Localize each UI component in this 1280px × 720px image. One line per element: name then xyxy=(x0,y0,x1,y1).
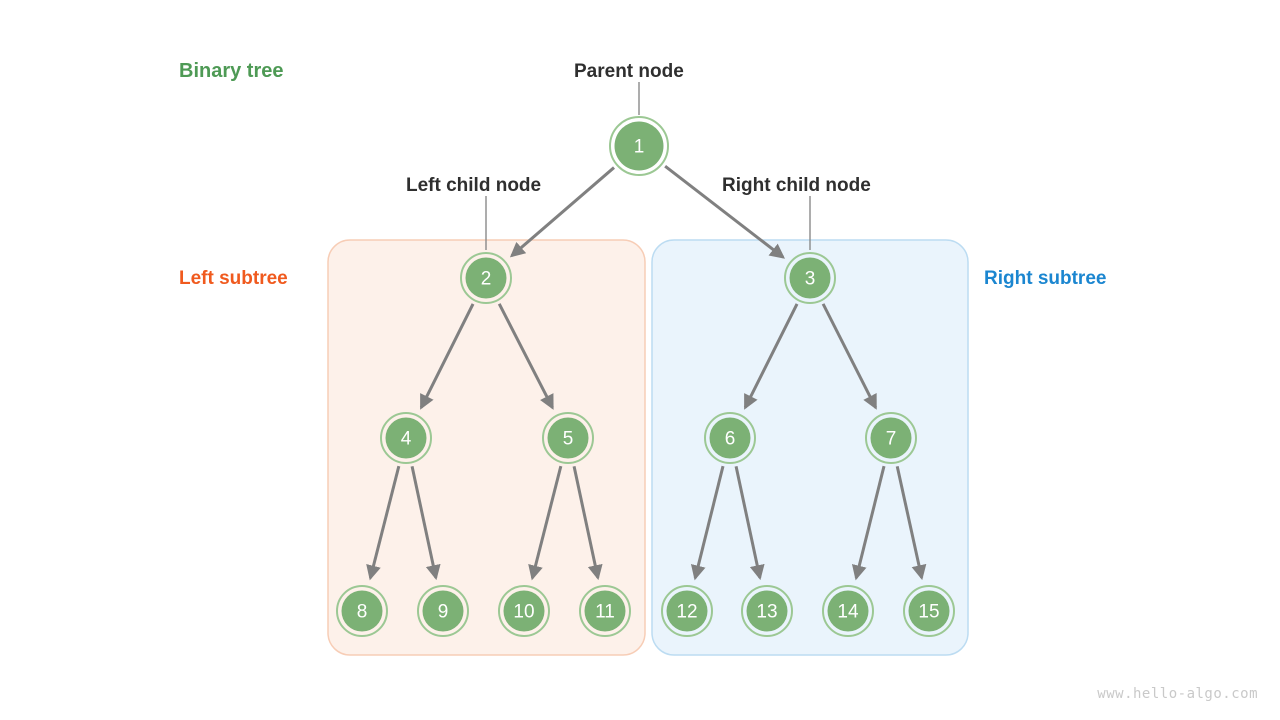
tree-node: 3 xyxy=(784,252,836,304)
tree-node: 12 xyxy=(661,585,713,637)
node-circle xyxy=(789,257,831,299)
node-ring xyxy=(498,585,550,637)
node-circle xyxy=(547,417,589,459)
node-circle xyxy=(422,590,464,632)
node-circle xyxy=(666,590,708,632)
node-circle xyxy=(827,590,869,632)
node-value: 6 xyxy=(725,429,736,450)
node-circle xyxy=(465,257,507,299)
node-ring xyxy=(822,585,874,637)
subtree-boxes xyxy=(327,239,969,656)
node-ring xyxy=(704,412,756,464)
parent-node-label: Parent node xyxy=(574,61,684,82)
node-circle xyxy=(385,417,427,459)
tree-node: 6 xyxy=(704,412,756,464)
node-ring xyxy=(336,585,388,637)
tree-node: 14 xyxy=(822,585,874,637)
node-value: 9 xyxy=(438,602,449,623)
tree-edge xyxy=(743,303,799,410)
node-value: 5 xyxy=(563,429,574,450)
node-value: 3 xyxy=(805,269,816,290)
tree-edge xyxy=(664,164,785,259)
tree-edge xyxy=(528,465,563,581)
node-circle xyxy=(709,417,751,459)
node-value: 10 xyxy=(513,602,534,623)
node-ring xyxy=(661,585,713,637)
label-leader-lines xyxy=(485,82,811,250)
node-circle xyxy=(503,590,545,632)
node-circle xyxy=(746,590,788,632)
node-ring xyxy=(460,252,512,304)
node-value: 7 xyxy=(886,429,897,450)
node-ring xyxy=(417,585,469,637)
tree-edge xyxy=(821,303,877,410)
node-value: 8 xyxy=(357,602,368,623)
tree-node: 5 xyxy=(542,412,594,464)
tree-edge xyxy=(851,465,886,581)
tree-node: 15 xyxy=(903,585,955,637)
node-ring xyxy=(609,116,669,176)
diagram-title: Binary tree xyxy=(179,60,284,82)
right-child-node-label: Right child node xyxy=(722,175,871,196)
node-value: 13 xyxy=(756,602,777,623)
node-value: 2 xyxy=(481,269,492,290)
node-value: 4 xyxy=(401,429,412,450)
tree-node: 7 xyxy=(865,412,917,464)
right-subtree-label: Right subtree xyxy=(984,268,1107,289)
tree-node: 10 xyxy=(498,585,550,637)
node-ring xyxy=(579,585,631,637)
node-value: 11 xyxy=(595,602,615,623)
watermark: www.hello-algo.com xyxy=(1097,686,1258,702)
tree-node: 13 xyxy=(741,585,793,637)
node-ring xyxy=(741,585,793,637)
left-subtree-label: Left subtree xyxy=(179,268,288,289)
tree-edge xyxy=(366,465,401,581)
tree-edge xyxy=(509,166,615,258)
tree-edge xyxy=(497,303,554,410)
node-ring xyxy=(784,252,836,304)
node-circle xyxy=(908,590,950,632)
tree-edges xyxy=(366,164,927,581)
tree-node: 9 xyxy=(417,585,469,637)
tree-edge xyxy=(690,465,725,581)
tree-node: 8 xyxy=(336,585,388,637)
node-circle xyxy=(341,590,383,632)
node-ring xyxy=(542,412,594,464)
node-ring xyxy=(865,412,917,464)
tree-edge xyxy=(410,466,441,581)
node-value: 1 xyxy=(634,137,645,158)
tree-node: 4 xyxy=(380,412,432,464)
node-circle xyxy=(870,417,912,459)
node-value: 15 xyxy=(918,602,939,623)
node-value: 12 xyxy=(676,602,697,623)
tree-node: 11 xyxy=(579,585,631,637)
tree-edge xyxy=(572,466,603,581)
left-child-node-label: Left child node xyxy=(406,175,542,196)
tree-node: 1 xyxy=(609,116,669,176)
tree-node: 2 xyxy=(460,252,512,304)
node-circle xyxy=(614,121,664,171)
node-value: 14 xyxy=(837,602,859,623)
node-ring xyxy=(903,585,955,637)
node-ring xyxy=(380,412,432,464)
node-circle xyxy=(584,590,626,632)
tree-edge xyxy=(895,466,927,581)
tree-edge xyxy=(734,466,765,581)
tree-edge xyxy=(419,303,475,410)
